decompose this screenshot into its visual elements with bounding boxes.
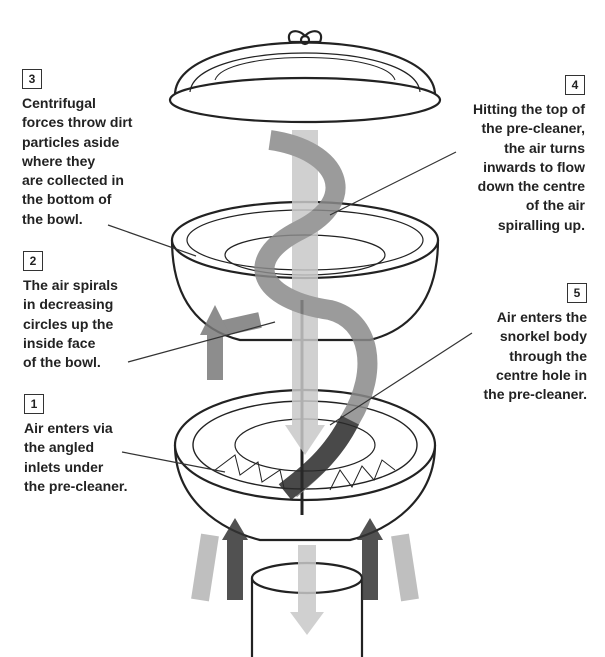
callout-text: of the air	[525, 197, 585, 214]
step-number: 5	[567, 283, 587, 303]
callout-text: Hitting the top of	[473, 101, 585, 117]
callout-text: Air enters via	[24, 420, 113, 436]
callout-text: inwards to flow	[483, 158, 585, 175]
callout-text: Air enters the	[496, 309, 587, 325]
wing-nut-icon	[287, 30, 323, 46]
step-number: 1	[24, 394, 44, 414]
callout-text: inside face	[23, 334, 96, 351]
callout-2: 2 The air spirals in decreasing circles …	[23, 251, 118, 372]
air-flow-arrows	[191, 130, 419, 635]
callout-1: 1 Air enters via the angled inlets under…	[24, 394, 128, 496]
callout-5: 5 Air enters the snorkel body through th…	[483, 283, 588, 404]
callout-text: the angled	[24, 439, 95, 456]
callout-text: through the	[509, 347, 587, 364]
callout-text: particles aside	[22, 133, 120, 150]
callout-text: where they	[22, 152, 96, 169]
callout-text: snorkel body	[499, 328, 587, 345]
callout-text: spiralling up.	[497, 216, 585, 233]
callout-text: centre hole in	[495, 366, 587, 383]
callout-text: are collected in	[22, 172, 124, 189]
callout-text: the pre-cleaner.	[24, 477, 128, 494]
step-number: 4	[565, 75, 585, 95]
callout-text: the pre-cleaner.	[483, 386, 588, 403]
callout-text: circles up the	[23, 315, 114, 332]
callout-text: inlets under	[24, 458, 104, 475]
callout-4: 4 Hitting the top of the pre-cleaner, th…	[473, 75, 585, 235]
callout-text: forces throw dirt	[22, 114, 133, 131]
callout-3: 3 Centrifugal forces throw dirt particle…	[22, 69, 132, 229]
leader-lines	[107, 151, 473, 473]
callout-text: the pre-cleaner,	[481, 120, 586, 137]
lid	[168, 30, 442, 124]
step-number: 2	[23, 251, 43, 271]
callout-text: the air turns	[504, 139, 585, 156]
callout-text: The air spirals	[23, 277, 118, 293]
callout-text: of the bowl.	[23, 354, 101, 371]
callout-text: the bowl.	[22, 210, 83, 227]
step-number: 3	[22, 69, 42, 89]
callout-text: the bottom of	[22, 191, 112, 208]
callout-text: down the centre	[477, 178, 585, 195]
callout-text: Centrifugal	[22, 95, 96, 111]
callout-text: in decreasing	[23, 296, 114, 313]
